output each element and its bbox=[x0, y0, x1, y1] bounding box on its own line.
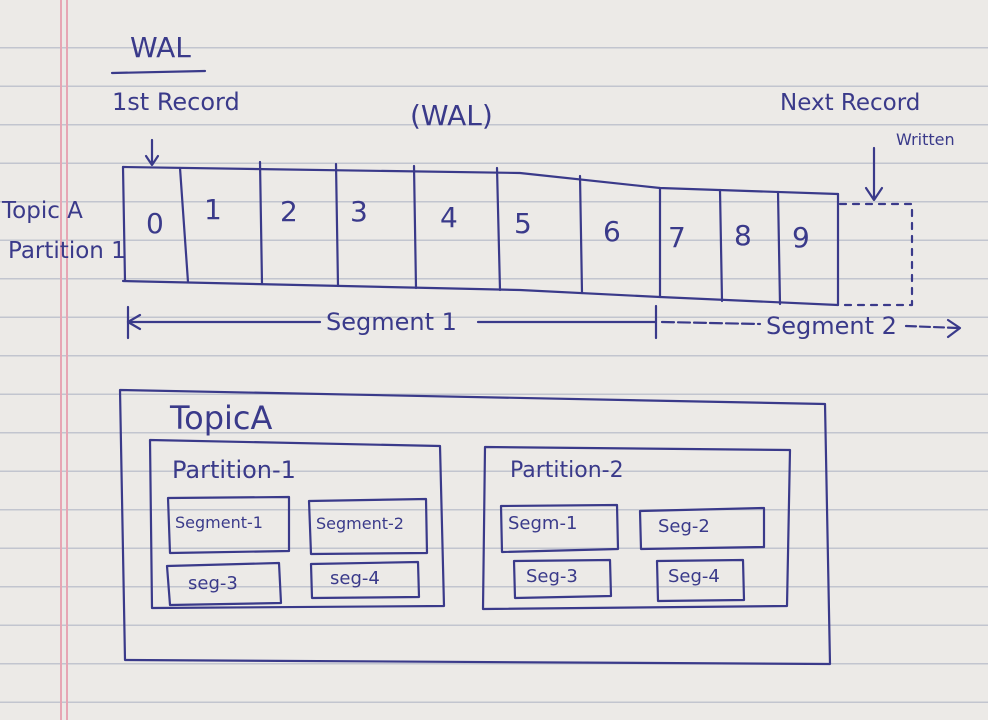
record-cell: 1 bbox=[204, 193, 222, 226]
segment2-arrow bbox=[660, 318, 962, 339]
segment-label: Segment-2 bbox=[316, 514, 404, 533]
heading: WAL bbox=[130, 31, 191, 64]
margin-line bbox=[66, 0, 68, 720]
segment-box bbox=[499, 503, 620, 554]
segment-box bbox=[165, 561, 283, 607]
record-cell: 3 bbox=[350, 195, 368, 228]
partition-2-box bbox=[481, 445, 792, 611]
segment1-arrow bbox=[126, 304, 658, 340]
segment-box bbox=[512, 558, 613, 600]
heading-underline bbox=[110, 69, 207, 75]
segment-box bbox=[166, 495, 291, 555]
record-cell: 2 bbox=[280, 195, 298, 228]
segment-label: Seg-3 bbox=[526, 566, 578, 587]
row-label-partition: Partition 1 bbox=[8, 238, 126, 264]
first-record-label: 1st Record bbox=[112, 88, 240, 116]
record-cell: 6 bbox=[603, 215, 621, 248]
next-record-label: Next Record bbox=[780, 90, 921, 116]
wal-center-label: (WAL) bbox=[410, 99, 493, 132]
topic-box bbox=[118, 388, 832, 666]
segment-box bbox=[307, 497, 429, 556]
record-cell: 0 bbox=[146, 207, 164, 240]
record-cell: 4 bbox=[440, 201, 458, 234]
next-record-slot bbox=[838, 202, 914, 307]
partition-1-label: Partition-1 bbox=[172, 456, 296, 484]
record-cell: 5 bbox=[514, 207, 532, 240]
first-record-arrow bbox=[144, 138, 160, 167]
segment-label: Segment-1 bbox=[175, 513, 263, 532]
next-record-label-written: Written bbox=[896, 130, 955, 149]
margin-line bbox=[60, 0, 62, 720]
segment1-label: Segment 1 bbox=[326, 308, 457, 336]
segment-box bbox=[309, 560, 421, 600]
partition-1-box bbox=[148, 438, 446, 610]
record-cell: 7 bbox=[668, 221, 686, 254]
segment-box bbox=[655, 558, 746, 603]
segment-label: Seg-2 bbox=[658, 516, 710, 537]
segment-box bbox=[638, 506, 766, 551]
row-label-topic: Topic A bbox=[2, 198, 83, 224]
segment-label: Seg-4 bbox=[668, 566, 720, 587]
segment-label: Segm-1 bbox=[508, 513, 578, 534]
wal-record-row bbox=[121, 160, 840, 307]
segment-label: seg-3 bbox=[188, 573, 238, 594]
next-record-arrow bbox=[864, 146, 884, 202]
partition-2-label: Partition-2 bbox=[510, 458, 624, 483]
segment-label: seg-4 bbox=[330, 568, 380, 589]
record-cell: 8 bbox=[734, 219, 752, 252]
record-cell: 9 bbox=[792, 221, 810, 254]
segment2-label: Segment 2 bbox=[766, 312, 897, 340]
topic-label: TopicA bbox=[170, 399, 273, 437]
